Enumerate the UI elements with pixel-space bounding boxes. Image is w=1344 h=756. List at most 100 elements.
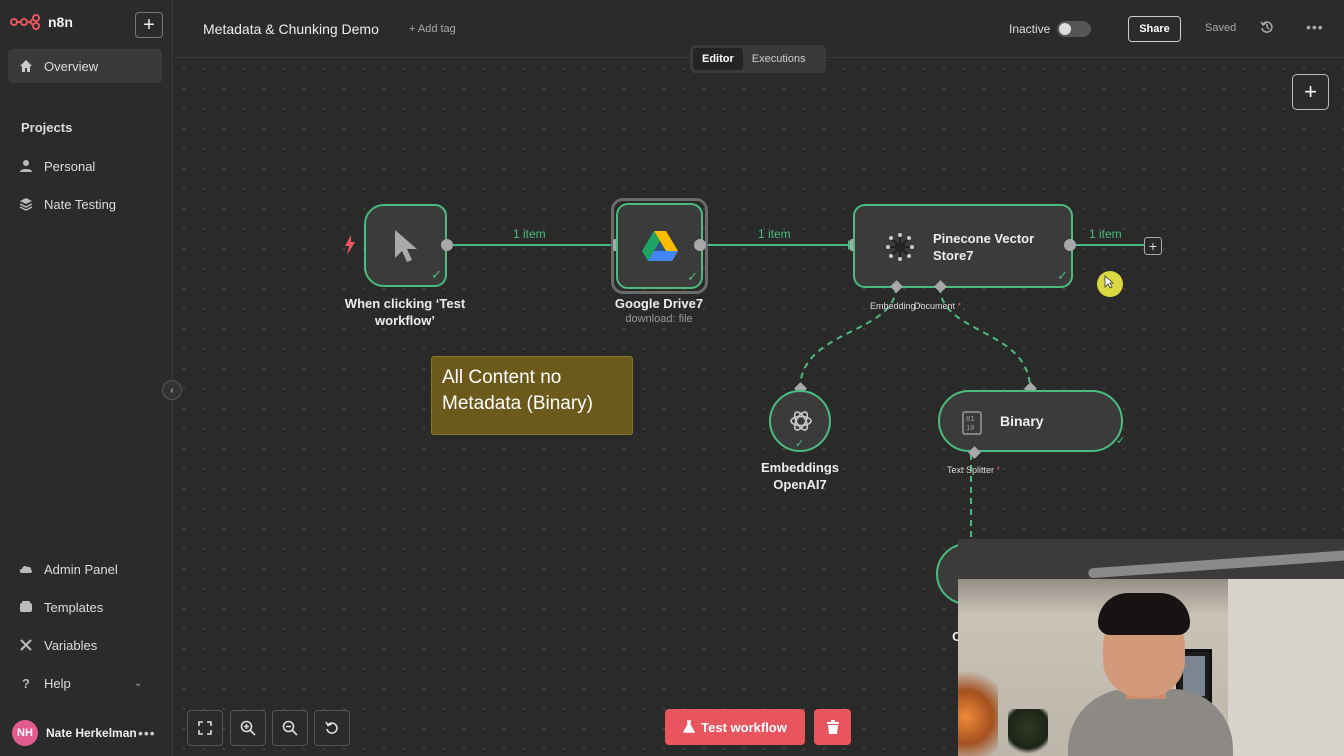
google-drive-icon [642,231,678,261]
sidebar-item-nate-testing[interactable]: Nate Testing [8,187,162,221]
sidebar-item-label: Overview [44,58,99,74]
svg-text:01: 01 [966,415,974,423]
add-node-panel-button[interactable]: + [1292,74,1329,110]
saved-status: Saved [1205,22,1237,34]
output-port[interactable] [694,239,706,251]
sidebar-item-label: Nate Testing [44,196,117,212]
edge-item-count: 1 item [1089,227,1122,241]
webcam-wall [1228,579,1344,756]
user-icon [18,158,34,174]
success-check-icon: ✓ [687,269,698,284]
connection-embedding [799,286,897,390]
sidebar: n8n + Overview Projects Personal Nate Te… [0,0,173,756]
sidebar-item-label: Help [44,675,71,691]
logo-text: n8n [48,14,73,30]
pointer-cursor-icon [395,230,417,262]
mouse-cursor-icon [1104,275,1114,289]
user-options-icon[interactable]: ••• [138,725,156,741]
embedding-port-label: Embedding * [870,301,922,311]
active-status-label: Inactive [1009,22,1051,36]
add-tag-link[interactable]: + Add tag [409,23,456,35]
header: Metadata & Chunking Demo + Add tag Inact… [174,0,1344,58]
flask-icon [683,720,696,733]
projects-heading: Projects [21,120,73,135]
sidebar-item-templates[interactable]: Templates [8,590,162,624]
node-label: When clicking ‘Test workflow’ [344,296,466,328]
sidebar-item-help[interactable]: ? Help ⌄ [8,666,162,700]
fullscreen-icon [198,721,212,735]
sidebar-item-label: Templates [44,599,104,615]
google-drive-node[interactable]: ✓ [616,203,703,289]
user-name: Nate Herkelman [46,726,137,740]
output-port[interactable] [1064,239,1076,251]
new-item-button[interactable]: + [135,12,163,38]
lightning-icon [344,235,356,260]
node-subtitle: download: file [625,313,693,325]
binary-file-icon: 01 10 [962,411,982,435]
connection-document [939,286,1031,390]
toggle-knob [1059,23,1071,35]
more-options-icon[interactable]: ••• [1306,19,1324,35]
pinecone-icon [886,233,914,261]
success-check-icon: ✓ [431,267,442,282]
sidebar-item-label: Admin Panel [44,561,118,577]
tab-executions[interactable]: Executions [751,53,806,65]
avatar: NH [12,720,38,746]
document-port-label: Document * [914,301,962,311]
templates-icon [18,599,34,615]
trash-icon [826,720,839,734]
sidebar-item-overview[interactable]: Overview [8,49,162,83]
share-button[interactable]: Share [1128,16,1181,42]
text-splitter-port-label: Text Splitter * [947,465,1001,475]
workflow-title[interactable]: Metadata & Chunking Demo [203,21,379,37]
fit-view-button[interactable] [187,710,223,746]
edge-item-count: 1 item [513,227,546,241]
collapse-sidebar-button[interactable]: ‹ [162,380,182,400]
edge-item-count: 1 item [758,227,791,241]
workflow-canvas[interactable]: ✓ When clicking ‘Test workflow’ ✓ Google… [174,59,1344,756]
zoom-out-icon [282,720,298,736]
zoom-in-icon [240,720,256,736]
node-label: Embeddings OpenAI7 [760,460,839,492]
selected-outline [611,198,708,294]
zoom-in-button[interactable] [230,710,266,746]
sidebar-item-admin-panel[interactable]: Admin Panel [8,552,162,586]
logo[interactable]: n8n [10,14,73,30]
binary-loader-node[interactable]: 01 10 Binary [938,390,1123,452]
undo-icon [325,721,338,734]
pinecone-vector-store-node[interactable]: Pinecone Vector Store7 ✓ [853,204,1073,288]
tab-editor[interactable]: Editor [693,48,743,70]
home-icon [18,58,34,74]
sidebar-item-label: Variables [44,637,98,653]
reset-zoom-button[interactable] [314,710,350,746]
user-menu[interactable]: NH Nate Herkelman [12,720,137,746]
test-workflow-label: Test workflow [701,719,787,735]
trigger-node[interactable]: ✓ [364,204,447,287]
svg-text:10: 10 [966,424,974,432]
variable-icon [18,637,34,653]
node-label: Pinecone Vector Store7 [933,231,1035,263]
node-label: Binary [1000,413,1044,429]
openai-icon [790,411,812,431]
output-port[interactable] [441,239,453,251]
webcam-lamp-glow [958,659,998,756]
layers-icon [18,196,34,212]
sidebar-item-personal[interactable]: Personal [8,149,162,183]
webcam-plant [1008,709,1048,756]
history-icon[interactable] [1260,20,1274,37]
sidebar-item-variables[interactable]: Variables [8,628,162,662]
embeddings-openai-node[interactable]: ✓ [769,390,831,452]
webcam-overlay [958,539,1344,756]
zoom-out-button[interactable] [272,710,308,746]
clear-execution-button[interactable] [814,709,851,745]
view-tabs: Editor Executions [690,45,826,73]
n8n-logo-icon [10,14,40,30]
sticky-note[interactable]: All Content no Metadata (Binary) [431,356,633,435]
success-check-icon: ✓ [1116,435,1126,447]
webcam-person-body [1068,689,1233,756]
test-workflow-button[interactable]: Test workflow [665,709,805,745]
active-toggle[interactable] [1057,21,1091,37]
add-node-button[interactable]: + [1144,237,1162,255]
success-check-icon: ✓ [1057,268,1068,283]
sidebar-item-label: Personal [44,158,96,174]
